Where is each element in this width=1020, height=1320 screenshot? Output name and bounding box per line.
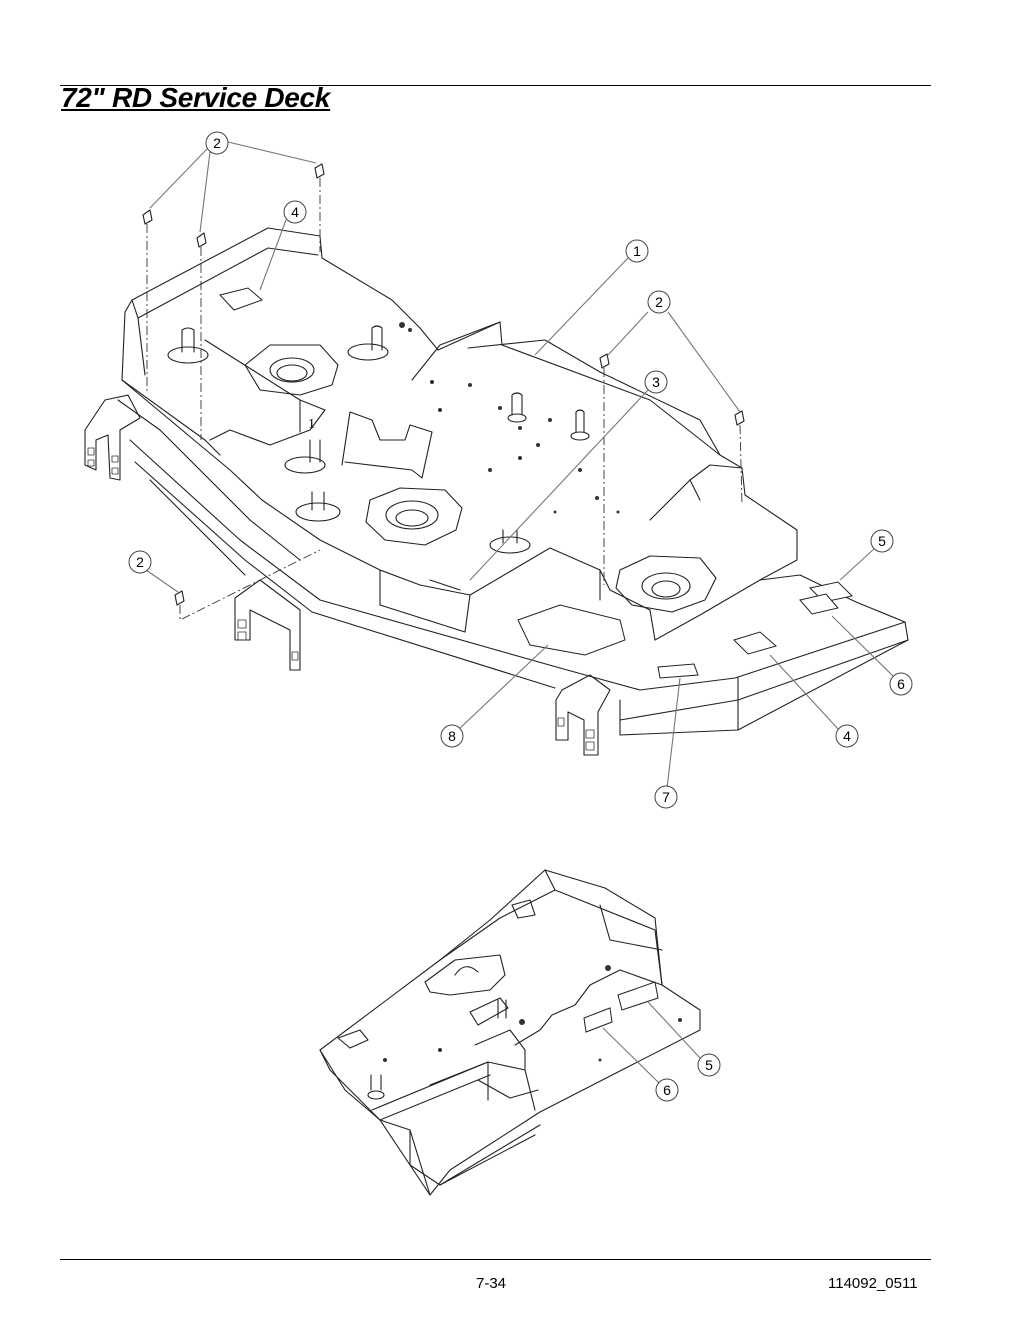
page-number: 7-34 — [476, 1275, 507, 1292]
svg-text:5: 5 — [705, 1057, 713, 1073]
svg-text:6: 6 — [663, 1082, 671, 1098]
main-deck-drawing: 1 — [84, 163, 909, 756]
decal-8 — [517, 604, 626, 656]
callout-4-rear: 4 — [283, 200, 307, 224]
leader-lines — [145, 141, 894, 1084]
callout-5-detail: 5 — [697, 1053, 721, 1077]
svg-text:2: 2 — [136, 554, 144, 570]
decal-4-front — [733, 631, 778, 655]
callout-2-top: 2 — [205, 131, 229, 155]
callout-1: 1 — [625, 239, 649, 263]
svg-text:3: 3 — [652, 374, 660, 390]
svg-text:4: 4 — [843, 728, 851, 744]
stamp-mark: 1 — [308, 417, 315, 432]
document-number: 114092_0511 — [828, 1275, 918, 1292]
decal-4-rear — [219, 287, 263, 311]
top-rule — [60, 85, 931, 86]
svg-text:2: 2 — [213, 135, 221, 151]
detail-decal-6 — [583, 1007, 613, 1033]
callout-2-left: 2 — [128, 550, 152, 574]
svg-text:6: 6 — [897, 676, 905, 692]
svg-text:7: 7 — [662, 789, 670, 805]
page-title: 72" RD Service Deck — [61, 82, 331, 113]
fastener-group — [142, 163, 745, 606]
svg-text:4: 4 — [291, 204, 299, 220]
callout-6-main: 6 — [889, 672, 913, 696]
callout-7: 7 — [654, 785, 678, 809]
decal-7 — [657, 663, 699, 679]
detail-decal-5 — [617, 981, 659, 1011]
callout-8: 8 — [440, 724, 464, 748]
callout-5-main: 5 — [870, 529, 894, 553]
bottom-rule — [60, 1259, 931, 1260]
svg-text:1: 1 — [633, 243, 641, 259]
decal-6 — [799, 593, 839, 615]
svg-text:5: 5 — [878, 533, 886, 549]
svg-text:2: 2 — [655, 294, 663, 310]
callout-3: 3 — [644, 370, 668, 394]
callout-2-right: 2 — [647, 290, 671, 314]
callout-6-detail: 6 — [655, 1078, 679, 1102]
detail-view-drawing — [319, 869, 701, 1196]
callout-4-front: 4 — [835, 724, 859, 748]
svg-text:8: 8 — [448, 728, 456, 744]
